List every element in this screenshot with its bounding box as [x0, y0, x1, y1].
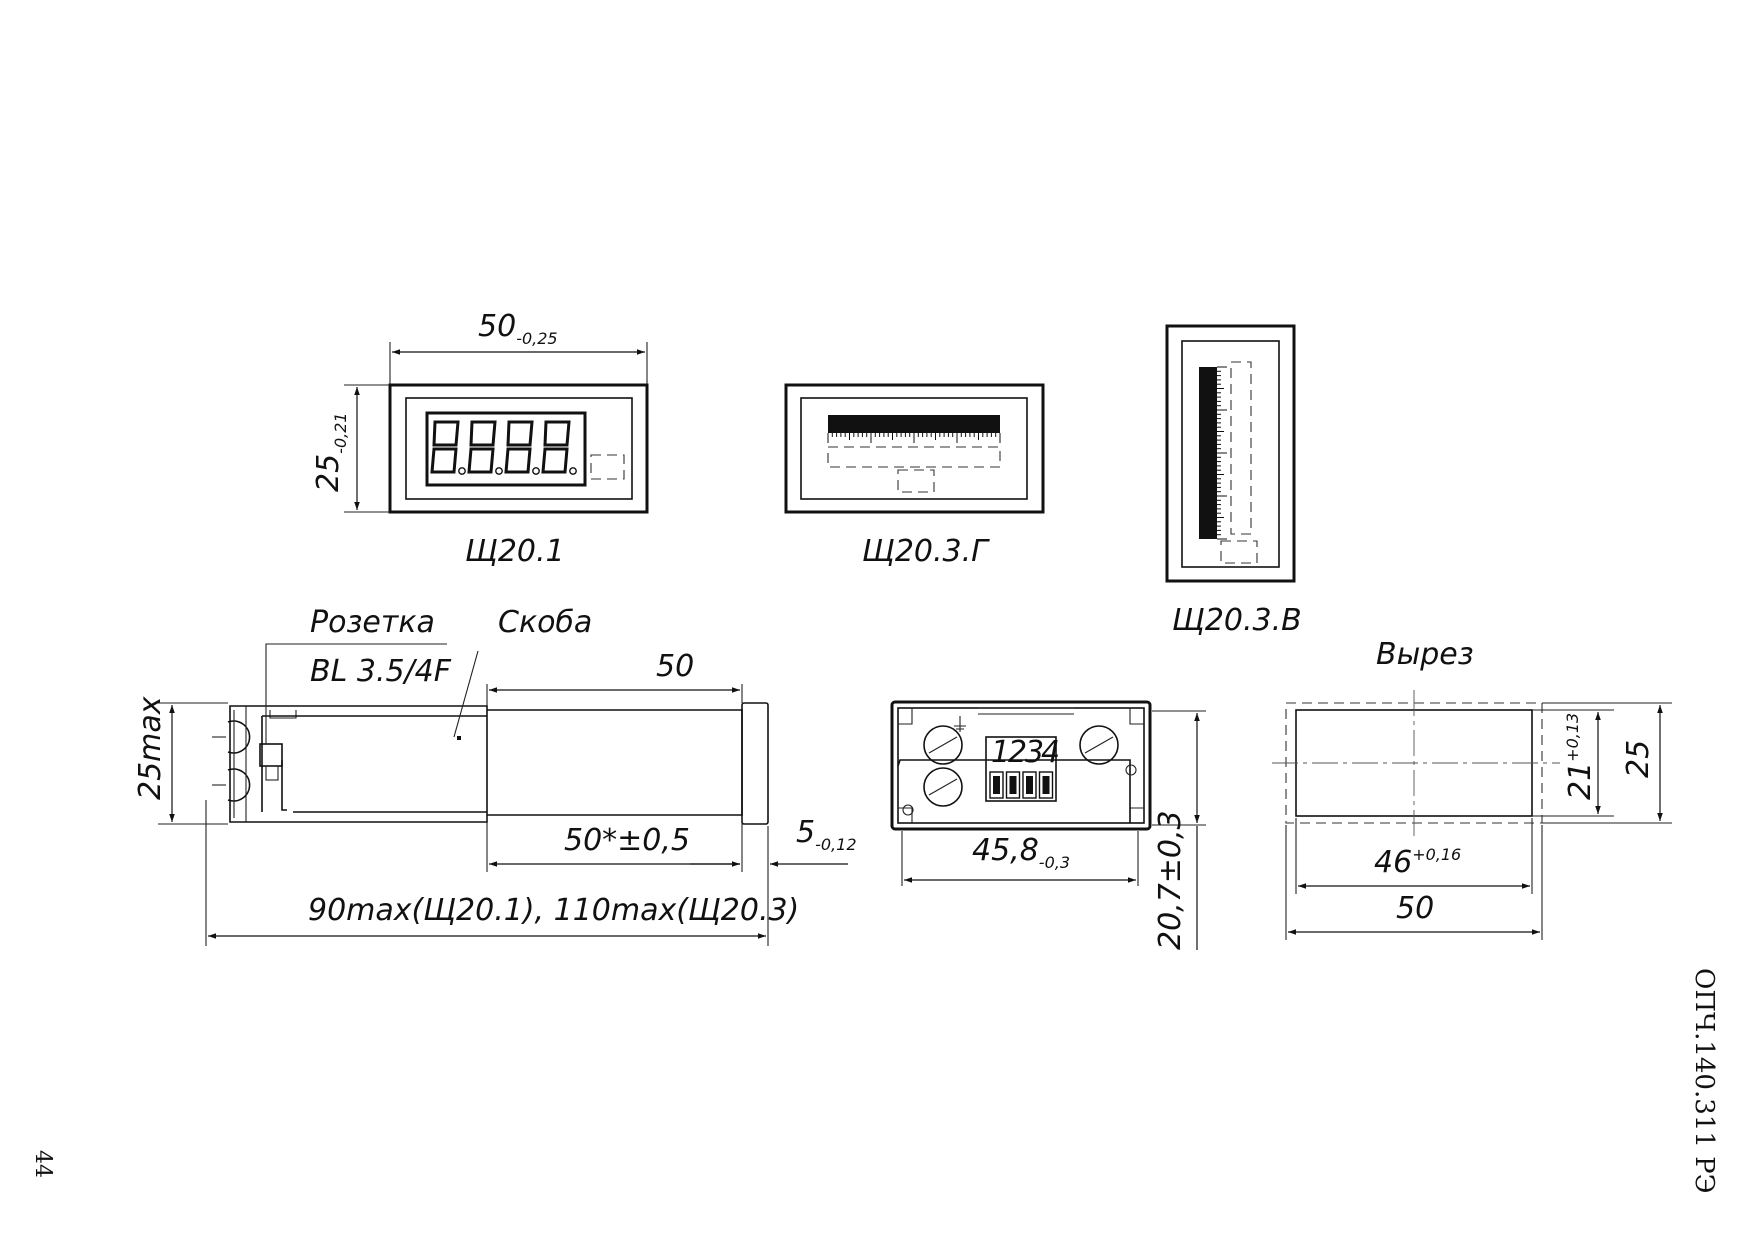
- screw-bottom-left-slot: [928, 778, 958, 796]
- bezel-thickness-label: 5-0,12: [796, 815, 857, 854]
- front-housing: [487, 709, 743, 816]
- bracket-point: [457, 736, 461, 740]
- corner-notch-tl: [898, 708, 913, 725]
- rear-width-label: 45,8-0,3: [972, 833, 1070, 872]
- front-view-sh20-3-g: Щ20.3.Г: [784, 383, 1045, 569]
- terminal-4-label: 4: [1041, 735, 1060, 770]
- rear-housing-inner: [233, 706, 247, 822]
- screw-top-right: [1079, 725, 1119, 765]
- socket-latch: [265, 765, 279, 781]
- terminal-contact-fill: [1009, 776, 1017, 794]
- socket-frame: [261, 715, 293, 812]
- decimal-point-4: [569, 467, 577, 475]
- sh20-1-display-window: [425, 411, 587, 487]
- sh20-3v-scale-dashed: [1230, 361, 1252, 535]
- cutout-inner-width-label: 46+0,16: [1374, 845, 1461, 880]
- terminal-1-label: 1: [991, 735, 1010, 770]
- sh20-3v-body-outline: [1165, 324, 1296, 583]
- bottom-length-label: 50*±0,5: [564, 823, 690, 858]
- terminal-block: [985, 736, 1057, 802]
- overall-length-label: 90max(Щ20.1), 110max(Щ20.3): [308, 893, 799, 928]
- decimal-point-2: [495, 467, 503, 475]
- socket-label: Розетка: [310, 605, 435, 640]
- sh20-3g-indicator-dashed: [897, 469, 935, 493]
- cutout-title: Вырез: [1376, 637, 1474, 672]
- sh20-1-body-outline: [388, 383, 649, 514]
- sh20-3g-bezel: [800, 397, 1028, 500]
- terminal-screw-top: [227, 720, 251, 754]
- sh20-3v-bargraph: [1199, 367, 1217, 539]
- width-dimension-label: 50-0,25: [478, 309, 558, 348]
- terminal-contact-fill: [1026, 776, 1033, 794]
- screw-bottom-left: [923, 767, 963, 807]
- screw-top-right-slot: [1084, 736, 1114, 754]
- cutout-inner-height-label: 21+0,13: [1563, 713, 1598, 800]
- sh20-3g-body-outline: [784, 383, 1045, 514]
- socket-leader: [265, 643, 447, 744]
- sh20-1-bezel: [405, 397, 633, 500]
- terminal-2-label: 2: [1008, 735, 1027, 770]
- digit-segment-3: [504, 420, 534, 474]
- sh20-3v-title: Щ20.3.В: [1172, 603, 1302, 638]
- sh20-3v-scale: [1217, 366, 1227, 540]
- side-view: Розетка BL 3.5/4F Скоба 25max 50 50*±0,5…: [133, 605, 857, 946]
- socket-type-label: BL 3.5/4F: [310, 654, 452, 689]
- screw-top-left-slot: [928, 736, 958, 754]
- bracket-label: Скоба: [498, 605, 592, 640]
- sh20-3g-title: Щ20.3.Г: [862, 534, 990, 569]
- terminal-3-label: 3: [1025, 735, 1044, 770]
- front-view-sh20-1: 50-0,25 25-0,21 Щ20.1: [311, 309, 649, 569]
- sh20-1-indicator-dashed: [590, 454, 625, 480]
- front-view-sh20-3-v: Щ20.3.В: [1165, 324, 1302, 638]
- height-dimension-label: 25-0,21: [311, 412, 350, 492]
- rear-mid-line: [897, 759, 1131, 823]
- cutout-outer-height-label: 25: [1621, 740, 1656, 778]
- socket-wall: [281, 760, 287, 811]
- socket-tab: [269, 710, 297, 719]
- corner-notch-br: [1129, 807, 1144, 823]
- terminal-contact: [1005, 771, 1021, 799]
- top-length-label: 50: [656, 649, 694, 684]
- cutout-view: Вырез 21+0,13 25 46+0,16 50: [1272, 637, 1672, 940]
- socket-plug: [259, 743, 283, 767]
- small-screw-left: [902, 804, 914, 816]
- digit-segment-2: [467, 420, 497, 474]
- bracket-leader: [453, 650, 479, 738]
- sh20-1-title: Щ20.1: [465, 534, 565, 569]
- page-number: 44: [30, 1150, 55, 1178]
- decimal-point-3: [532, 467, 540, 475]
- terminal-contact-fill: [993, 776, 1000, 794]
- ground-icon: [954, 716, 966, 732]
- digit-segment-1: [430, 420, 460, 474]
- terminal-screw-bottom: [227, 768, 251, 802]
- cutout-outer-width-label: 50: [1396, 891, 1434, 926]
- terminal-contacts: [989, 771, 1054, 799]
- front-bezel: [741, 702, 769, 825]
- sh20-3g-scale-dashed: [827, 446, 1001, 468]
- sh20-3v-indicator-dashed: [1220, 540, 1258, 564]
- corner-notch-bl: [898, 807, 913, 823]
- terminal-contact: [989, 771, 1004, 799]
- corner-notch-tr: [1129, 708, 1144, 725]
- rear-height-label: 20,7±0,3: [1153, 810, 1188, 950]
- terminal-contact-fill: [1042, 776, 1050, 794]
- terminal-contact: [1038, 771, 1054, 799]
- decimal-point-1: [458, 467, 466, 475]
- rear-view: 1 2 3 4 45,8-0,3 20,7±0,3: [890, 700, 1206, 950]
- side-height-label: 25max: [133, 696, 168, 800]
- sh20-3v-bezel: [1181, 340, 1280, 568]
- sh20-3g-bargraph: [828, 415, 1000, 433]
- screw-top-left: [923, 725, 963, 765]
- sh20-3g-scale: [827, 433, 1001, 443]
- terminal-contact: [1022, 771, 1037, 799]
- document-code: ОПЧ.140.311 РЭ: [1689, 968, 1719, 1194]
- seven-segment-digits: [430, 420, 577, 475]
- rear-housing: [229, 705, 488, 823]
- digit-segment-4: [541, 420, 571, 474]
- rear-outline: [890, 700, 1152, 831]
- small-screw-right: [1125, 764, 1137, 776]
